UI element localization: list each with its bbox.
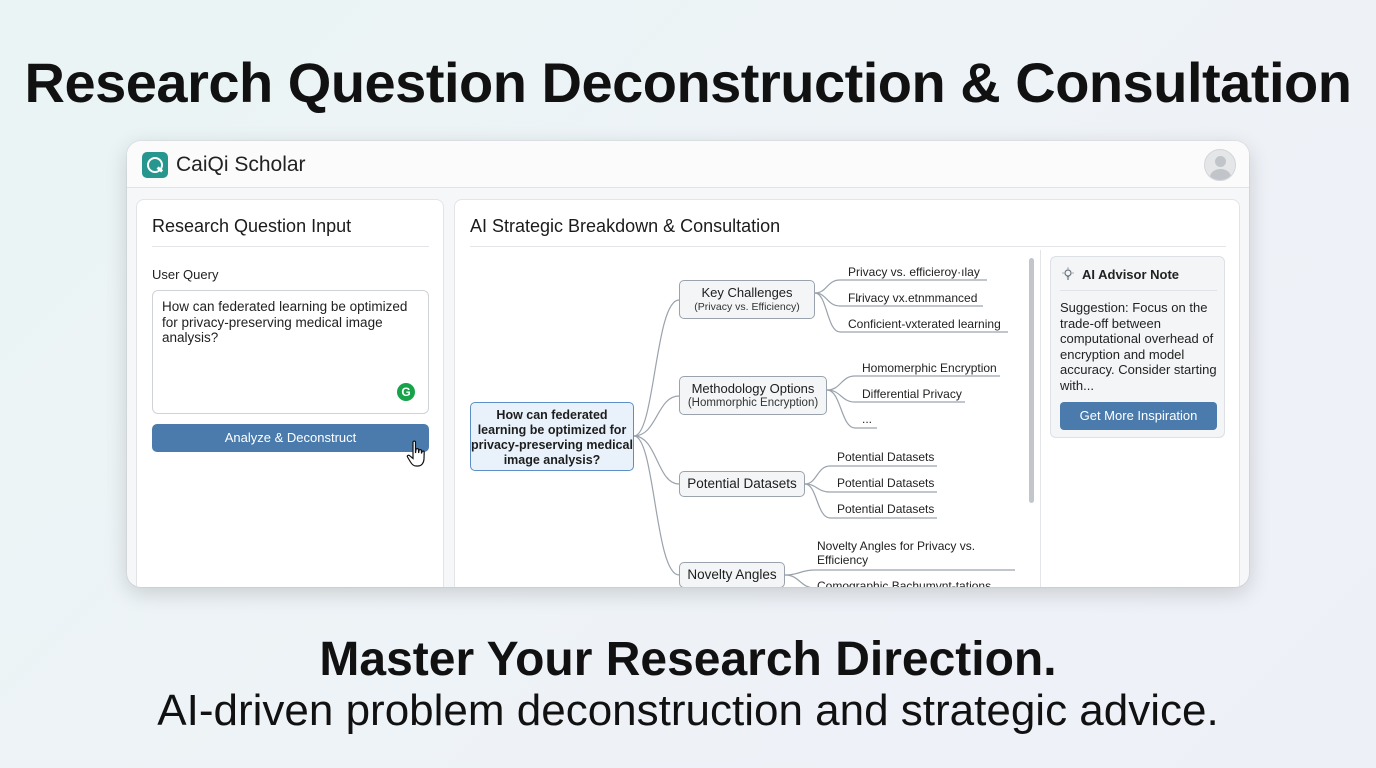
divider <box>152 246 429 247</box>
mindmap-leaf[interactable]: Potential Datasets <box>837 476 935 490</box>
lightbulb-icon <box>1062 267 1074 280</box>
mindmap-connectors <box>633 279 1015 587</box>
tagline: Master Your Research Direction. <box>319 633 1057 686</box>
mindmap-scrollbar[interactable] <box>1029 258 1034 503</box>
divider <box>1040 250 1041 587</box>
advisor-title: AI Advisor Note <box>1082 267 1180 282</box>
panel-title: AI Strategic Breakdown & Consultation <box>470 216 781 236</box>
mindmap-leaf[interactable]: ... <box>862 412 873 426</box>
analyze-deconstruct-button[interactable]: Analyze & Deconstruct <box>152 424 429 452</box>
mindmap-leaf[interactable]: Privacy vs. efficieroy·ılay <box>848 265 980 279</box>
mindmap-branch-datasets[interactable]: Potential Datasets <box>679 471 805 497</box>
divider <box>1060 290 1217 291</box>
mindmap-leaf[interactable]: Fl̵rivacy vx.etnmmanced <box>848 291 978 305</box>
mindmap-leaf[interactable]: Comographic Bachumvnt-tations <box>817 579 992 587</box>
grammar-check-icon[interactable]: G <box>397 383 415 401</box>
hand-cursor-icon <box>406 440 425 467</box>
divider <box>470 246 1226 247</box>
mindmap-leaf[interactable]: Novelty Angles for Privacy vs. Efficienc… <box>817 539 976 567</box>
mindmap-branch-novelty[interactable]: Novelty Angles <box>679 562 785 587</box>
user-query-input[interactable]: How can federated learning be optimized … <box>152 290 429 414</box>
panel-title: Research Question Input <box>152 216 352 236</box>
mindmap-leaf[interactable]: Potential Datasets <box>837 502 935 516</box>
user-avatar-icon[interactable] <box>1204 149 1236 181</box>
advisor-suggestion-text: Suggestion: Focus on the trade-off betwe… <box>1060 300 1217 393</box>
app-name: CaiQi Scholar <box>176 153 306 176</box>
mindmap-leaf[interactable]: Differential Privacy <box>862 387 962 401</box>
mindmap-root-node[interactable]: How can federated learning be optimized … <box>470 402 634 471</box>
mindmap-branch-methodology[interactable]: Methodology Options (Hommorphic Encrypti… <box>679 376 827 415</box>
app-window: CaiQi Scholar Research Question Input Us… <box>127 141 1249 587</box>
title-bar: CaiQi Scholar <box>127 141 1249 188</box>
app-logo-icon[interactable] <box>142 152 168 178</box>
branch-sublabel: (Privacy vs. Efficiency) <box>694 301 800 313</box>
get-more-inspiration-button[interactable]: Get More Inspiration <box>1060 402 1217 430</box>
mindmap-leaf[interactable]: Homomerphic Encryption <box>862 361 997 375</box>
page-headline: Research Question Deconstruction & Consu… <box>24 51 1352 114</box>
mindmap-leaf[interactable]: Conficient-vxterated learning <box>848 317 1001 331</box>
ai-advisor-note-card: AI Advisor Note Suggestion: Focus on the… <box>1050 256 1225 438</box>
mindmap-leaf[interactable]: Potential Datasets <box>837 450 935 464</box>
mindmap-branch-key-challenges[interactable]: Key Challenges (Privacy vs. Efficiency) <box>679 280 815 319</box>
research-input-panel: Research Question Input User Query How c… <box>136 199 444 587</box>
user-query-label: User Query <box>152 267 219 282</box>
branch-label: Methodology Options <box>691 381 815 396</box>
branch-label: Key Challenges <box>701 285 793 300</box>
sub-tagline: AI-driven problem deconstruction and str… <box>157 686 1219 735</box>
branch-sublabel: (Hommorphic Encryption) <box>687 397 819 409</box>
ai-breakdown-panel: AI Strategic Breakdown & Consultation <box>454 199 1240 587</box>
